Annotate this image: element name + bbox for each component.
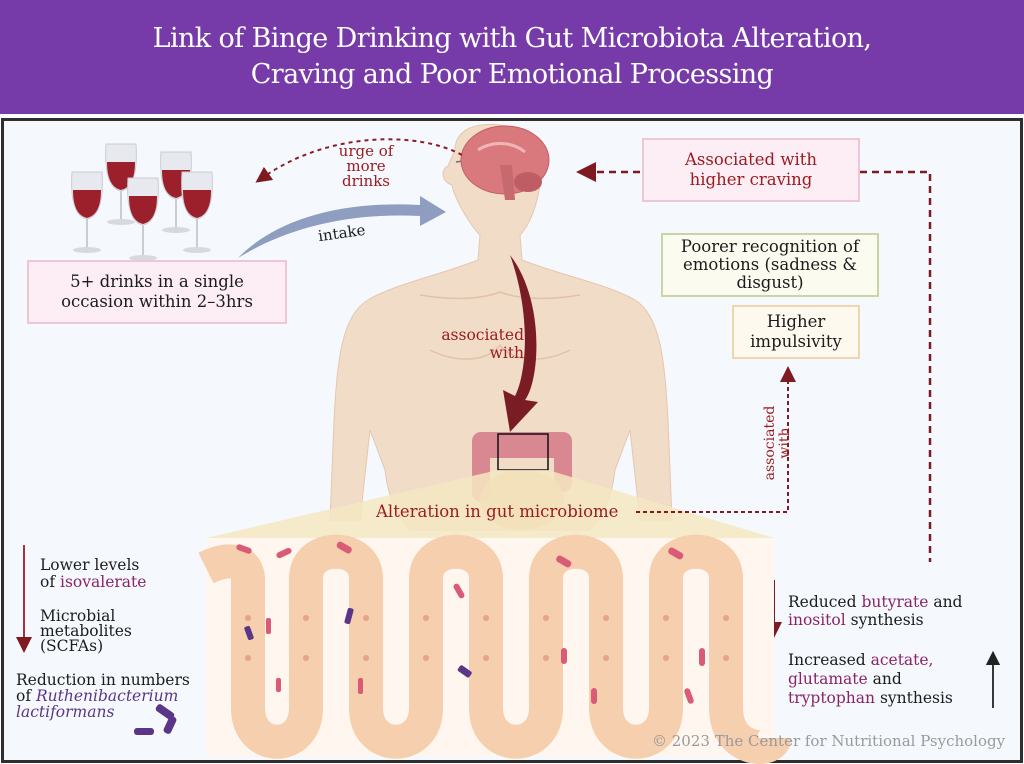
glutamate-highlight: glutamate [788, 670, 868, 688]
binge-definition-box: 5+ drinks in a single occasion within 2–… [27, 260, 287, 324]
emotion-line-2: emotions (sadness & [682, 255, 858, 274]
acetate-highlight: acetate, [870, 651, 934, 669]
binge-definition-line-2: occasion within 2–3hrs [61, 292, 253, 311]
isovalerate-finding: Lower levels of isovalerate [40, 557, 146, 591]
increased-word: Increased [788, 651, 871, 669]
lower-levels-text: Lower levels [40, 556, 140, 574]
reduced-word: Reduced [788, 593, 862, 611]
tryptophan-highlight: tryptophan [788, 689, 876, 707]
emotion-line-1: Poorer recognition of [680, 237, 860, 256]
copyright-notice: © 2023 The Center for Nutritional Psycho… [652, 732, 1006, 750]
brain-gut-association-label: associated with [428, 326, 524, 362]
craving-line-2: higher craving [689, 170, 813, 189]
increased-tail: synthesis [875, 689, 953, 707]
ruthenibacterium-finding: Reduction in numbers of Ruthenibacterium… [16, 672, 190, 720]
brain-gut-label-line-1: associated [441, 326, 524, 344]
reduction-line-1: Reduction in numbers [16, 671, 190, 689]
reduced-and: and [928, 593, 963, 611]
increased-synthesis-finding: Increased acetate, glutamate and tryptop… [788, 651, 953, 708]
isovalerate-highlight: isovalerate [60, 573, 147, 591]
emotion-recognition-box: Poorer recognition of emotions (sadness … [661, 233, 879, 297]
impulsivity-line-2: impulsivity [750, 332, 842, 351]
urge-label-line-1: urge of more [338, 142, 394, 175]
of-text: of [40, 573, 60, 591]
intestinal-villi-panel [198, 534, 791, 764]
villi-illustration [198, 534, 791, 764]
increased-and: and [867, 670, 902, 688]
binge-definition-line-1: 5+ drinks in a single [70, 272, 244, 291]
title-line-1: Link of Binge Drinking with Gut Microbio… [152, 23, 872, 54]
title-line-2: Craving and Poor Emotional Processing [250, 59, 774, 90]
metabolites-line-3: (SCFAs) [40, 637, 104, 655]
metabolites-line-2: metabolites [40, 622, 132, 640]
inositol-highlight: inositol [788, 611, 846, 629]
scfa-finding: Microbial metabolites (SCFAs) [40, 607, 132, 655]
craving-line-1: Associated with [685, 150, 817, 169]
reduction-of-text: of [16, 687, 36, 705]
emotion-line-3: disgust) [736, 273, 804, 292]
brain-illustration [460, 125, 550, 200]
gut-to-craving-dashed-line [860, 170, 932, 562]
wine-glasses-illustration [71, 143, 213, 261]
brain-gut-label-line-2: with [489, 344, 524, 362]
species-name-line-2: lactiformans [16, 703, 115, 721]
butyrate-highlight: butyrate [861, 593, 929, 611]
craving-box: Associated with higher craving [642, 138, 860, 202]
title-banner: Link of Binge Drinking with Gut Microbio… [0, 0, 1024, 114]
impulsivity-box: Higher impulsivity [732, 305, 860, 359]
urge-label-line-2: drinks [341, 172, 391, 190]
metabolites-line-1: Microbial [40, 607, 116, 625]
reduced-tail: synthesis [845, 611, 924, 629]
species-name-line-1: Ruthenibacterium [36, 687, 179, 705]
urge-label: urge of more drinks [318, 144, 414, 189]
intake-arrow [238, 196, 446, 258]
brain-to-gut-arrow [503, 255, 538, 432]
zoom-trapezoid [206, 470, 774, 538]
gut-to-effects-dashed-arrow [636, 366, 796, 513]
bacteria-purple [244, 607, 472, 678]
reduced-synthesis-finding: Reduced butyrate and inositol synthesis [788, 593, 962, 629]
impulsivity-line-1: Higher [766, 312, 826, 331]
urge-dashed-arrow [255, 138, 463, 183]
gut-microbiome-title: Alteration in gut microbiome [376, 502, 619, 521]
bacteria-rods [236, 541, 705, 704]
